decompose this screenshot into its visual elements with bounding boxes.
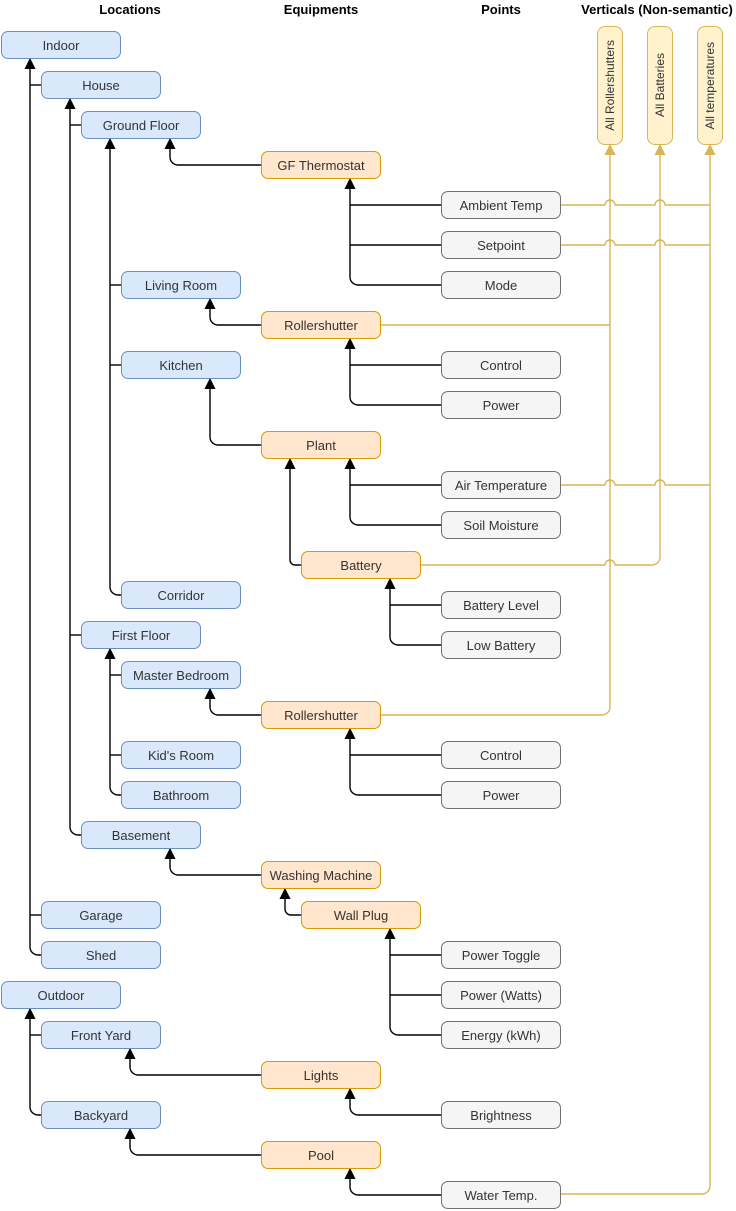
location-kids-room: Kid's Room [121, 741, 241, 769]
point-ambient-temp: Ambient Temp [441, 191, 561, 219]
edge-battery-to-plant [284, 457, 301, 566]
edge-trunk-rollershutter-ff-points [344, 727, 441, 796]
point-low-battery: Low Battery [441, 631, 561, 659]
point-mode: Mode [441, 271, 561, 299]
equipment-gf-thermostat: GF Thermostat [261, 151, 381, 179]
vertical-all-temperatures: All temperatures [697, 26, 723, 145]
location-living-room: Living Room [121, 271, 241, 299]
equipment-rollershutter-gf: Rollershutter [261, 311, 381, 339]
edge-washingmachine-to-basement [164, 847, 261, 876]
point-brightness: Brightness [441, 1101, 561, 1129]
edge-trunk-house-children [64, 97, 81, 836]
location-shed: Shed [41, 941, 161, 969]
vertical-all-batteries-label: All Batteries [653, 53, 667, 118]
equipment-pool: Pool [261, 1141, 381, 1169]
point-power-toggle: Power Toggle [441, 941, 561, 969]
point-energy-kwh: Energy (kWh) [441, 1021, 561, 1049]
location-first-floor: First Floor [81, 621, 201, 649]
location-basement: Basement [81, 821, 201, 849]
point-control-gf: Control [441, 351, 561, 379]
equipment-rollershutter-ff: Rollershutter [261, 701, 381, 729]
equipment-washing-machine: Washing Machine [261, 861, 381, 889]
edge-pool-to-backyard [124, 1127, 261, 1156]
edge-plant-to-kitchen [204, 377, 261, 446]
point-setpoint: Setpoint [441, 231, 561, 259]
equipment-lights: Lights [261, 1061, 381, 1089]
location-kitchen: Kitchen [121, 351, 241, 379]
vertical-all-batteries: All Batteries [647, 26, 673, 145]
edge-battery-to-all-batteries [421, 143, 666, 566]
location-house: House [41, 71, 161, 99]
equipment-battery: Battery [301, 551, 421, 579]
location-corridor: Corridor [121, 581, 241, 609]
edge-lights-to-frontyard [124, 1047, 261, 1076]
edge-trunk-groundfloor-rooms [104, 137, 121, 596]
edge-watertemp-to-all-temperatures [561, 143, 716, 1195]
point-control-ff: Control [441, 741, 561, 769]
point-battery-level: Battery Level [441, 591, 561, 619]
edge-rollershutter-ff-to-masterbedroom [204, 687, 261, 716]
equipment-plant: Plant [261, 431, 381, 459]
location-ground-floor: Ground Floor [81, 111, 201, 139]
column-header-verticals: Verticals (Non-semantic) [581, 2, 733, 17]
edge-rollershutter-gf-to-livingroom [204, 297, 261, 326]
column-header-equipments: Equipments [283, 2, 359, 17]
edge-setpoint-to-all-temperatures [561, 239, 710, 246]
point-soil-moisture: Soil Moisture [441, 511, 561, 539]
vertical-all-rollershutters: All Rollershutters [597, 26, 623, 145]
point-water-temp: Water Temp. [441, 1181, 561, 1209]
location-backyard: Backyard [41, 1101, 161, 1129]
location-indoor: Indoor [1, 31, 121, 59]
edge-trunk-outdoor-children [24, 1007, 41, 1116]
column-header-points: Points [481, 2, 521, 17]
edge-trunk-firstfloor-rooms [104, 647, 121, 796]
point-power-watts: Power (Watts) [441, 981, 561, 1009]
location-bathroom: Bathroom [121, 781, 241, 809]
vertical-all-rollershutters-label: All Rollershutters [603, 40, 617, 131]
edge-airtemperature-to-all-temperatures [561, 479, 710, 486]
edge-trunk-indoor-children [24, 57, 41, 956]
edge-trunk-gfthermostat-points [344, 177, 441, 286]
edge-brightness-to-lights [344, 1087, 441, 1116]
location-garage: Garage [41, 901, 161, 929]
edge-ambienttemp-to-all-temperatures [561, 199, 710, 206]
point-power-ff: Power [441, 781, 561, 809]
location-front-yard: Front Yard [41, 1021, 161, 1049]
vertical-all-temperatures-label: All temperatures [703, 41, 717, 130]
edge-trunk-battery-points [384, 577, 441, 646]
edge-trunk-wallplug-points [384, 927, 441, 1036]
point-air-temperature: Air Temperature [441, 471, 561, 499]
edge-rollershutters-to-all-rollershutters [381, 143, 616, 716]
edge-trunk-rollershutter-gf-points [344, 337, 441, 406]
point-power-gf: Power [441, 391, 561, 419]
edge-watertemp-to-pool [344, 1167, 441, 1196]
edge-gfthermostat-to-groundfloor [164, 137, 261, 166]
edge-wallplug-to-washingmachine [279, 887, 301, 916]
edge-trunk-plant-points [344, 457, 441, 526]
equipment-wall-plug: Wall Plug [301, 901, 421, 929]
column-header-locations: Locations [99, 2, 161, 17]
location-outdoor: Outdoor [1, 981, 121, 1009]
location-master-bedroom: Master Bedroom [121, 661, 241, 689]
